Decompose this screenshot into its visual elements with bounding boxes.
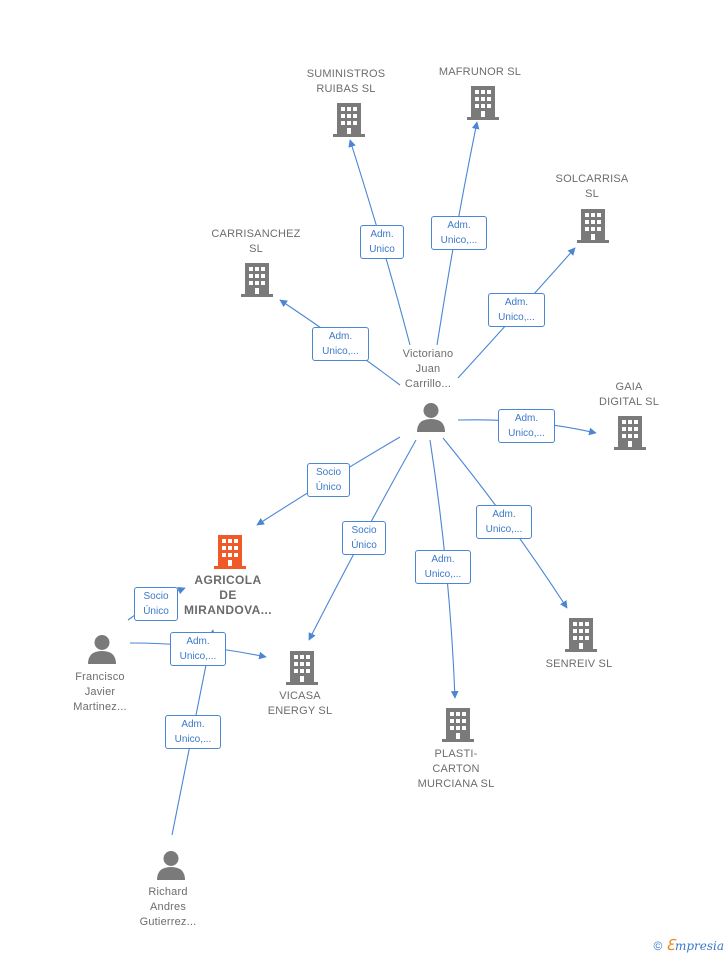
edge-label-richard-agricola[interactable]: Adm. Unico,... — [165, 715, 221, 749]
copyright-icon: © — [653, 939, 663, 953]
francisco-person-icon[interactable] — [87, 634, 117, 664]
edge-label-victoriano-carrisanchez[interactable]: Adm. Unico,... — [312, 327, 369, 361]
vicasa-label: VICASA ENERGY SL — [267, 690, 333, 717]
edge-label-victoriano-suministros[interactable]: Adm. Unico — [360, 225, 404, 259]
agricola-building-icon[interactable] — [214, 535, 246, 569]
edge-label-victoriano-gaia[interactable]: Adm. Unico,... — [498, 409, 555, 443]
senreiv-label: SENREIV SL — [545, 658, 613, 670]
edge-label-victoriano-mafrunor[interactable]: Adm. Unico,... — [431, 216, 487, 250]
senreiv-building-icon[interactable] — [565, 618, 597, 652]
empresia-logo: ℇmpresia — [665, 936, 724, 954]
suministros-label: SUMINISTROS RUIBAS SL — [306, 68, 386, 95]
suministros-building-icon[interactable] — [333, 103, 365, 137]
plasticarton-label: PLASTI- CARTON MURCIANA SL — [417, 748, 495, 790]
gaia-label: GAIA DIGITAL SL — [598, 381, 660, 408]
richard-person-icon[interactable] — [156, 850, 186, 880]
francisco-label: Francisco Javier Martinez... — [73, 671, 127, 713]
edge-label-victoriano-senreiv[interactable]: Adm. Unico,... — [476, 505, 532, 539]
vicasa-building-icon[interactable] — [286, 651, 318, 685]
victoriano-person-icon[interactable] — [416, 402, 446, 432]
edge-label-francisco-vicasa[interactable]: Adm. Unico,... — [170, 632, 226, 666]
carrisanchez-label: CARRISANCHEZ SL — [211, 228, 301, 255]
richard-label: Richard Andres Gutierrez... — [139, 886, 197, 928]
edge-label-francisco-agricola[interactable]: Socio Único — [134, 587, 178, 621]
edge-label-victoriano-solcarrisa[interactable]: Adm. Unico,... — [488, 293, 545, 327]
mafrunor-label: MAFRUNOR SL — [438, 66, 522, 78]
solcarrisa-label: SOLCARRISA SL — [555, 173, 629, 200]
edge-label-victoriano-vicasa[interactable]: Socio Único — [342, 521, 386, 555]
edge-label-victoriano-agricola[interactable]: Socio Único — [307, 463, 350, 497]
carrisanchez-building-icon[interactable] — [241, 263, 273, 297]
solcarrisa-building-icon[interactable] — [577, 209, 609, 243]
footer-brand[interactable]: © ℇmpresia — [654, 936, 724, 954]
agricola-label: AGRICOLA DE MIRANDOVA... — [184, 573, 272, 617]
victoriano-label: Victoriano Juan Carrillo... — [402, 348, 454, 390]
plasticarton-building-icon[interactable] — [442, 708, 474, 742]
mafrunor-building-icon[interactable] — [467, 86, 499, 120]
edge-label-victoriano-plasticarton[interactable]: Adm. Unico,... — [415, 550, 471, 584]
gaia-building-icon[interactable] — [614, 416, 646, 450]
